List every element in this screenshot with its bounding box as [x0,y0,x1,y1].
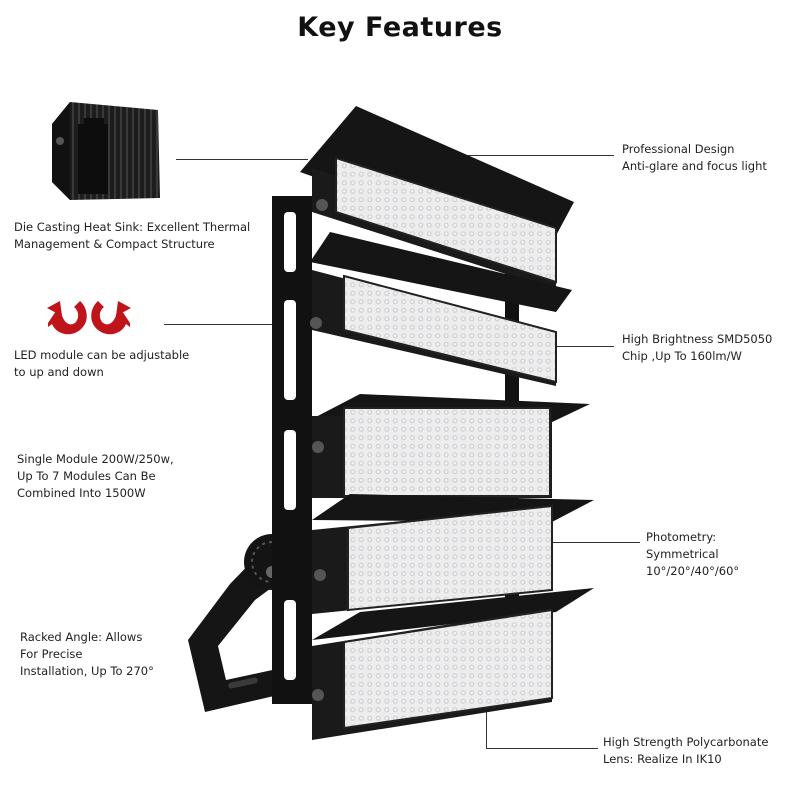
led-module-2 [310,232,572,386]
leader-line-polycarbonate-v [486,689,487,749]
caption-high-brightness: High Brightness SMD5050 Chip ,Up To 160l… [622,332,773,363]
leader-line-polycarbonate-h [486,748,598,749]
caption-polycarbonate: High Strength Polycarbonate Lens: Realiz… [603,735,769,766]
led-module-3 [310,394,590,498]
leader-line-adjustable [164,324,314,325]
caption-adjustable: LED module can be adjustable to up and d… [14,348,190,379]
heat-sink-thumbnail [52,102,160,200]
led-module-1 [300,106,574,290]
leader-line-heat-sink [176,159,308,160]
leader-line-brightness [548,346,614,347]
caption-racked-angle: Racked Angle: Allows For Precise Install… [20,630,154,678]
up-down-arrows-icon [47,301,131,335]
led-module-5 [312,588,594,740]
page-title: Key Features [297,12,503,43]
caption-heat-sink: Die Casting Heat Sink: Excellent Thermal… [14,220,251,251]
caption-single-module: Single Module 200W/250w, Up To 7 Modules… [17,452,174,500]
caption-photometry: Photometry: Symmetrical 10°/20°/40°/60° [646,530,740,578]
leader-line-photometry [548,542,640,543]
led-module-4 [312,494,594,614]
leader-line-professional [468,155,614,156]
caption-professional-design: Professional Design Anti-glare and focus… [622,142,767,173]
